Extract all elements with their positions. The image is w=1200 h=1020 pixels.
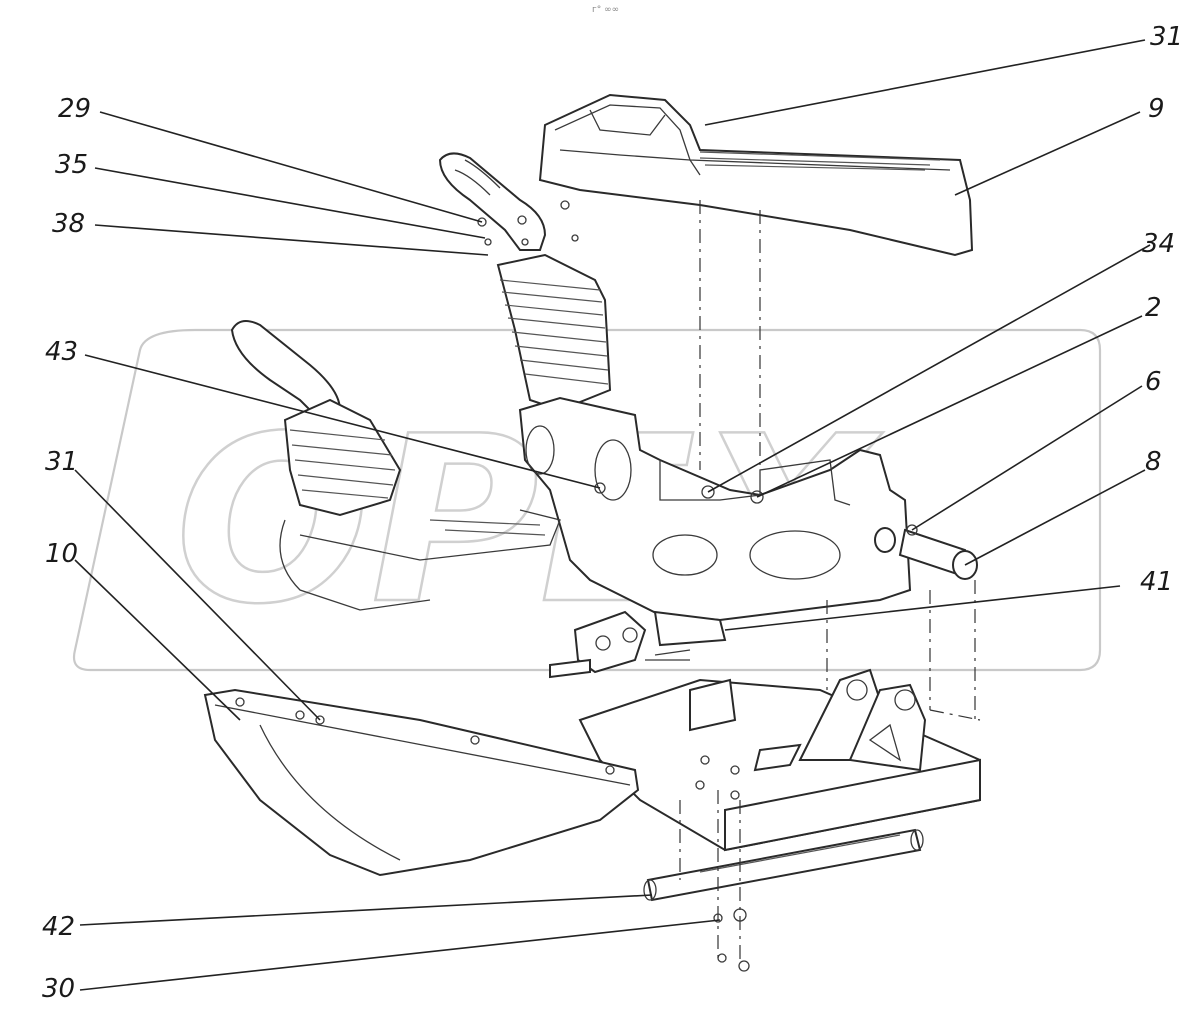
callout-38: 38 [52, 209, 85, 239]
callout-labels: 31 9 29 35 38 34 2 43 6 31 8 41 10 42 30 [42, 22, 1183, 1004]
base-plate-part [578, 668, 981, 852]
header-mark: г° ∞∞ [592, 5, 619, 15]
callout-31-left: 31 [45, 447, 78, 477]
assembly-lines [679, 200, 981, 960]
callout-29: 29 [58, 94, 91, 124]
callout-41: 41 [1140, 567, 1173, 597]
callout-6: 6 [1145, 367, 1162, 397]
callout-42: 42 [42, 912, 75, 942]
shaft-part [874, 524, 978, 580]
switch-assembly-part [549, 610, 727, 679]
callout-2: 2 [1145, 293, 1162, 323]
callout-43: 43 [45, 337, 78, 367]
callout-31-top: 31 [1150, 22, 1183, 52]
bracket-part [518, 396, 912, 622]
callout-9: 9 [1148, 94, 1165, 124]
console-cover-part [538, 93, 974, 257]
callout-34: 34 [1142, 229, 1175, 259]
callout-10: 10 [45, 539, 78, 569]
rail-part [643, 828, 924, 972]
callout-30: 30 [42, 974, 75, 1004]
leader-lines [74, 39, 1151, 991]
callout-8: 8 [1145, 447, 1162, 477]
upper-joystick-part [438, 152, 612, 412]
callout-35: 35 [55, 150, 88, 180]
side-panel-part [203, 688, 640, 877]
